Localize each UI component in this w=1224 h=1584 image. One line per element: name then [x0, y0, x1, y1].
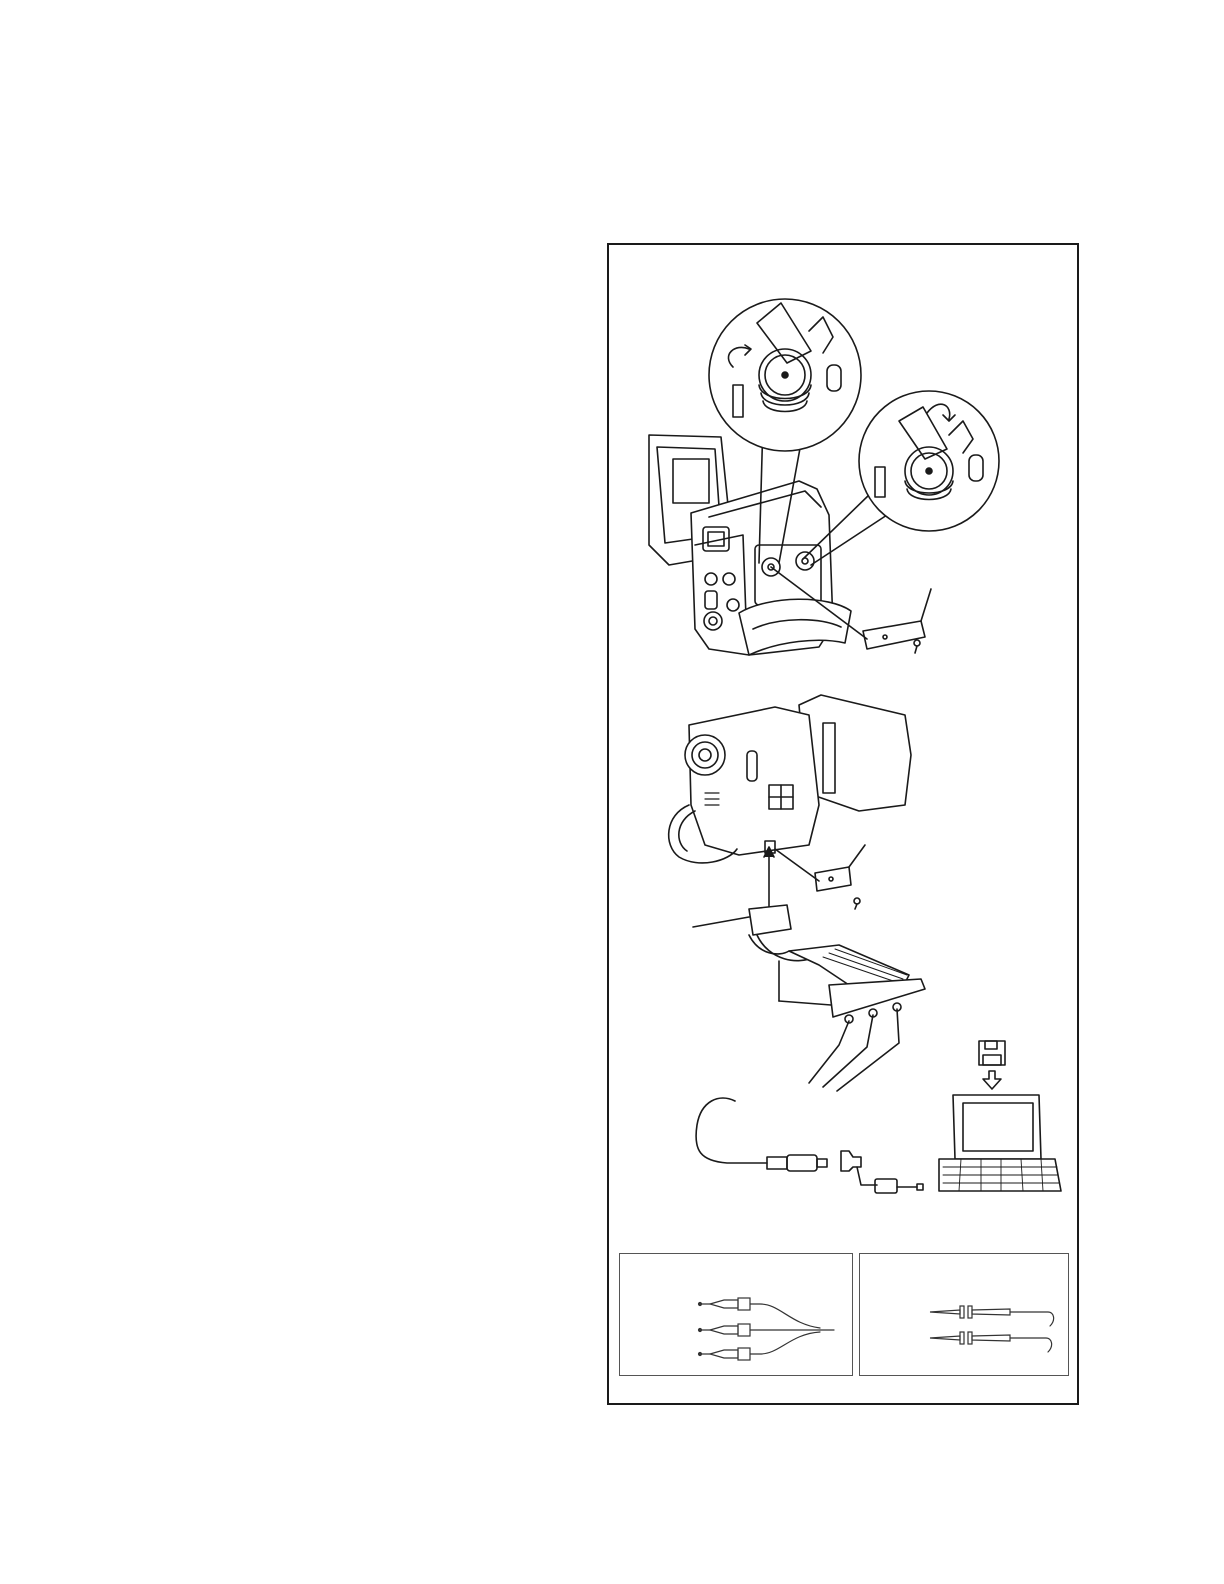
floppy-disk-icon: [979, 1041, 1005, 1065]
clip-probe-leads-box: [619, 1253, 853, 1376]
test-probes-box: [859, 1253, 1069, 1376]
camcorder-bottom: [669, 695, 911, 909]
reel-detail-right: [859, 391, 999, 531]
test-probes: [860, 1254, 1070, 1377]
laptop-icon: [939, 1095, 1061, 1191]
illustration-panel: [607, 243, 1079, 1405]
clip-probe-leads: [620, 1254, 854, 1377]
reel-detail-left: [709, 299, 861, 451]
jig-cable: [693, 847, 925, 1091]
camcorder-illustration: [609, 245, 1081, 1407]
serial-cable: [696, 1098, 923, 1193]
down-arrow-icon: [983, 1071, 1001, 1089]
